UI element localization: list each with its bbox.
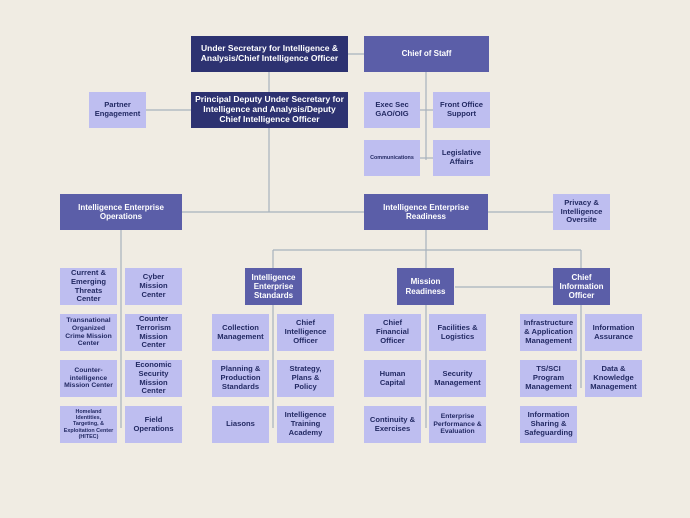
standards-box: Intelligence Enterprise Standards: [245, 268, 302, 305]
cio-unit: TS/SCI Program Management: [520, 360, 577, 397]
privacy-oversight-box: Privacy & Intelligence Oversite: [553, 194, 610, 230]
ops-unit: Transnational Organized Crime Mission Ce…: [60, 314, 117, 351]
cio-unit: Data & Knowledge Management: [585, 360, 642, 397]
mission-unit: Continuity & Exercises: [364, 406, 421, 443]
cio-unit: Information Assurance: [585, 314, 642, 351]
mission-unit: Security Management: [429, 360, 486, 397]
standards-unit: Liasons: [212, 406, 269, 443]
communications-box: Communications: [364, 140, 420, 176]
ops-unit: Economic Security Mission Center: [125, 360, 182, 397]
mission-readiness-box: Mission Readiness: [397, 268, 454, 305]
ops-unit: Homeland Identities, Targeting, & Exploi…: [60, 406, 117, 443]
principal-deputy-box: Principal Deputy Under Secretary for Int…: [191, 92, 348, 128]
ops-unit: Cyber Mission Center: [125, 268, 182, 305]
operations-box: Intelligence Enterprise Operations: [60, 194, 182, 230]
cio-unit: Information Sharing & Safeguarding: [520, 406, 577, 443]
legislative-affairs-box: Legislative Affairs: [433, 140, 490, 176]
cio-box: Chief Information Officer: [553, 268, 610, 305]
mission-unit: Human Capital: [364, 360, 421, 397]
mission-unit: Facilities & Logistics: [429, 314, 486, 351]
ops-unit: Counter Terrorism Mission Center: [125, 314, 182, 351]
readiness-box: Intelligence Enterprise Readiness: [364, 194, 488, 230]
under-secretary-box: Under Secretary for Intelligence & Analy…: [191, 36, 348, 72]
standards-unit: Chief Intelligence Officer: [277, 314, 334, 351]
standards-unit: Strategy, Plans & Policy: [277, 360, 334, 397]
standards-unit: Planning & Production Standards: [212, 360, 269, 397]
mission-unit: Chief Financial Officer: [364, 314, 421, 351]
chief-of-staff-box: Chief of Staff: [364, 36, 489, 72]
ops-unit: Counter-intelligence Mission Center: [60, 360, 117, 397]
standards-unit: Intelligence Training Academy: [277, 406, 334, 443]
cio-unit: Infrastructure & Application Management: [520, 314, 577, 351]
partner-engagement-box: Partner Engagement: [89, 92, 146, 128]
front-office-box: Front Office Support: [433, 92, 490, 128]
mission-unit: Enterprise Performance & Evaluation: [429, 406, 486, 443]
exec-sec-box: Exec Sec GAO/OIG: [364, 92, 420, 128]
ops-unit: Current & Emerging Threats Center: [60, 268, 117, 305]
ops-unit: Field Operations: [125, 406, 182, 443]
standards-unit: Collection Management: [212, 314, 269, 351]
